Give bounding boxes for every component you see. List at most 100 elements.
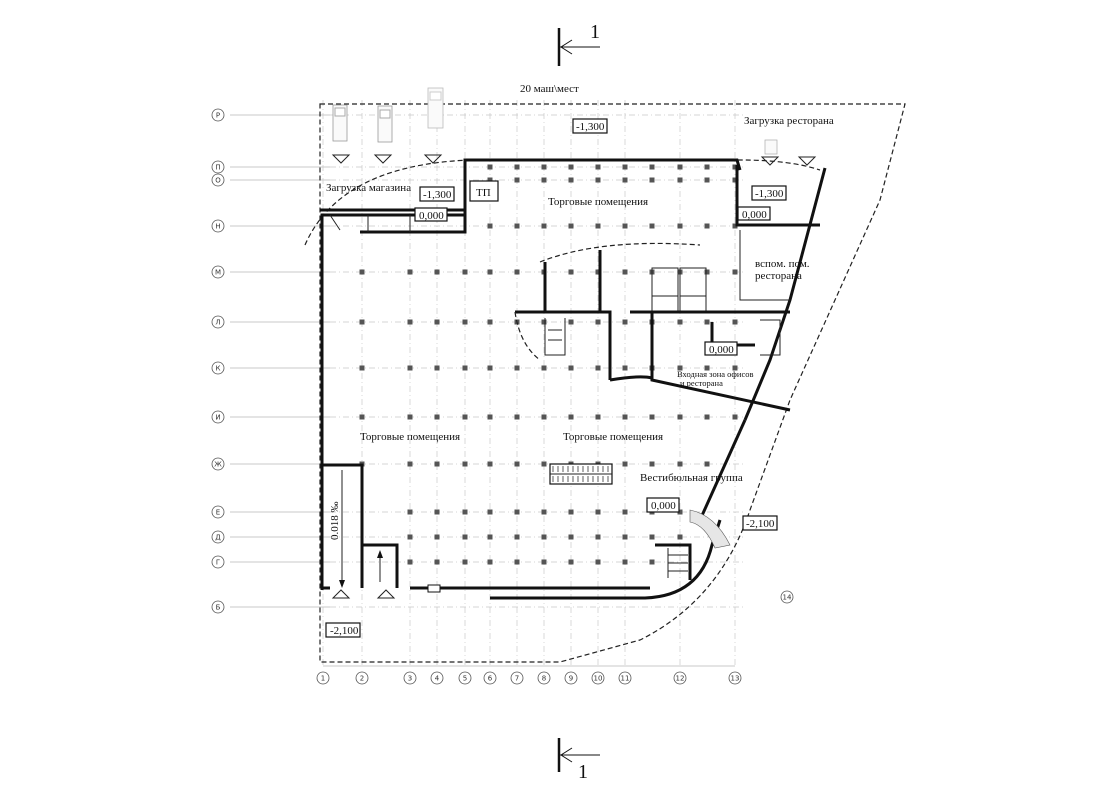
structural-column [649, 414, 655, 420]
section-label-top: 1 [590, 21, 600, 43]
structural-column [649, 164, 655, 170]
structural-column [732, 365, 738, 371]
structural-column [677, 365, 683, 371]
structural-column [595, 223, 601, 229]
structural-column [568, 365, 574, 371]
structural-column [568, 223, 574, 229]
column-axis-bubble [591, 671, 605, 685]
structural-column [568, 269, 574, 275]
column-axis-label: 13 [731, 675, 740, 683]
structural-column [649, 177, 655, 183]
row-axis-label: И [215, 414, 220, 422]
structural-column [568, 177, 574, 183]
structural-column [595, 319, 601, 325]
core-block [514, 242, 791, 412]
column-axis-bubble [537, 671, 551, 685]
structural-column [732, 319, 738, 325]
row-axis-label: Л [215, 319, 220, 327]
structural-column [487, 534, 493, 540]
room-trade-center: Торговые помещения [563, 431, 663, 443]
room-entry-line2: и ресторана [680, 378, 723, 388]
level-box-right-outer [742, 515, 778, 531]
row-axis-bubble [211, 530, 225, 544]
structural-column [541, 534, 547, 540]
structural-column [704, 177, 710, 183]
structural-column [359, 269, 365, 275]
structural-column [649, 534, 655, 540]
structural-column [568, 509, 574, 515]
level-box-entry-zero [704, 341, 738, 356]
structural-column [541, 319, 547, 325]
structural-column [462, 269, 468, 275]
structural-column [732, 223, 738, 229]
structural-column [434, 269, 440, 275]
structural-column [704, 164, 710, 170]
structural-column [622, 177, 628, 183]
structural-column [595, 164, 601, 170]
structural-column [622, 269, 628, 275]
structural-column [732, 177, 738, 183]
row-axis-label: П [215, 164, 220, 172]
structural-column [462, 509, 468, 515]
column-axis-bubble [564, 671, 578, 685]
structural-column [541, 559, 547, 565]
room-tp: ТП [476, 187, 491, 199]
structural-column [595, 534, 601, 540]
column-axis-bubble [430, 671, 444, 685]
structural-column [514, 414, 520, 420]
tp-box [469, 180, 499, 202]
site-boundary [319, 103, 906, 663]
room-restaurant-loading: Загрузка ресторана [744, 115, 834, 127]
structural-column [704, 319, 710, 325]
structural-column [568, 164, 574, 170]
structural-column [514, 365, 520, 371]
structural-column [514, 223, 520, 229]
row-axis-label: Н [215, 223, 220, 231]
row-axis-bubble [211, 600, 225, 614]
section-mark-top [557, 28, 600, 66]
structural-column [622, 223, 628, 229]
column-axis-label: 4 [435, 675, 440, 683]
column-axis-bubble [403, 671, 417, 685]
structural-column [487, 269, 493, 275]
structural-column [487, 414, 493, 420]
structural-column [407, 365, 413, 371]
structural-column [487, 559, 493, 565]
row-axis-bubble [211, 505, 225, 519]
structural-column [487, 177, 493, 183]
structural-column [704, 365, 710, 371]
structural-column [462, 534, 468, 540]
room-trade-left: Торговые помещения [360, 431, 460, 443]
row-axis-bubble [211, 410, 225, 424]
level-box-restaurant-zero [737, 206, 771, 221]
escalator [549, 463, 613, 485]
level-bottom-left: -2,100 [330, 625, 359, 637]
row-axis-label: К [216, 365, 221, 373]
structural-column [462, 319, 468, 325]
column-axis-bubble [673, 671, 687, 685]
structural-column [595, 559, 601, 565]
level-top-center: -1,300 [576, 121, 605, 133]
row-axis-label: М [215, 269, 221, 277]
structural-column [462, 461, 468, 467]
structural-column [732, 164, 738, 170]
structural-column [514, 559, 520, 565]
structural-column [541, 461, 547, 467]
structural-column [514, 534, 520, 540]
level-right-outer: -2,100 [746, 518, 775, 530]
row-axis-bubble [211, 219, 225, 233]
loading-trucks [329, 87, 817, 599]
column-axis-bubble [510, 671, 524, 685]
structural-column [541, 509, 547, 515]
row-axis-bubble [211, 315, 225, 329]
column-axis-label: 10 [594, 675, 603, 683]
structural-column [677, 534, 683, 540]
structural-column [622, 509, 628, 515]
row-axis-label: О [215, 177, 221, 185]
level-restaurant-zero: 0,000 [742, 209, 767, 221]
structural-column [407, 319, 413, 325]
level-box-vestibule-zero [646, 497, 680, 513]
column-axis-bubble [780, 590, 794, 604]
structural-column [462, 414, 468, 420]
